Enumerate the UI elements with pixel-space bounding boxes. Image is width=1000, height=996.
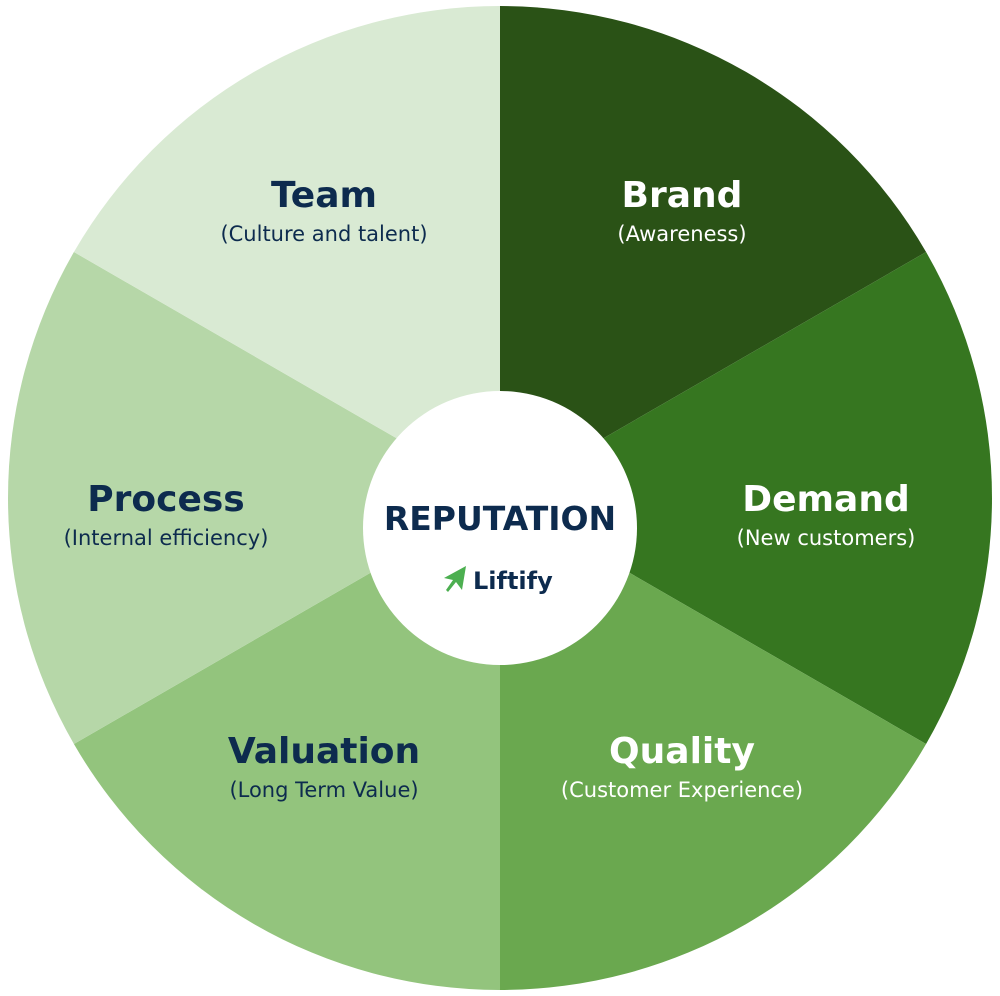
segment-title-demand: Demand xyxy=(742,479,910,520)
segment-title-team: Team xyxy=(271,175,377,216)
liftify-logo: Liftify xyxy=(444,566,553,595)
center-title: REPUTATION xyxy=(384,499,616,538)
center-circle xyxy=(363,391,637,665)
segment-demand xyxy=(500,252,992,744)
segment-title-quality: Quality xyxy=(609,731,755,772)
segment-process xyxy=(8,252,501,744)
segment-title-process: Process xyxy=(87,479,244,520)
segment-subtitle-process: (Internal efficiency) xyxy=(64,526,269,550)
segment-subtitle-valuation: (Long Term Value) xyxy=(229,778,418,802)
liftify-arrow-icon xyxy=(444,566,466,592)
segment-quality xyxy=(500,498,927,990)
segment-team xyxy=(73,6,501,498)
segment-title-brand: Brand xyxy=(622,175,743,216)
segment-subtitle-team: (Culture and talent) xyxy=(220,222,427,246)
segment-subtitle-quality: (Customer Experience) xyxy=(561,778,803,802)
segment-title-valuation: Valuation xyxy=(228,731,420,772)
segment-subtitle-brand: (Awareness) xyxy=(617,222,746,246)
liftify-logo-text: Liftify xyxy=(473,567,553,595)
segment-valuation xyxy=(73,498,501,990)
segments-layer xyxy=(8,6,992,990)
center-hub: REPUTATION Liftify xyxy=(363,391,637,665)
labels-layer: Brand (Awareness) Demand (New customers) Qua… xyxy=(64,175,916,802)
segment-brand xyxy=(500,6,927,498)
segment-subtitle-demand: (New customers) xyxy=(737,526,916,550)
